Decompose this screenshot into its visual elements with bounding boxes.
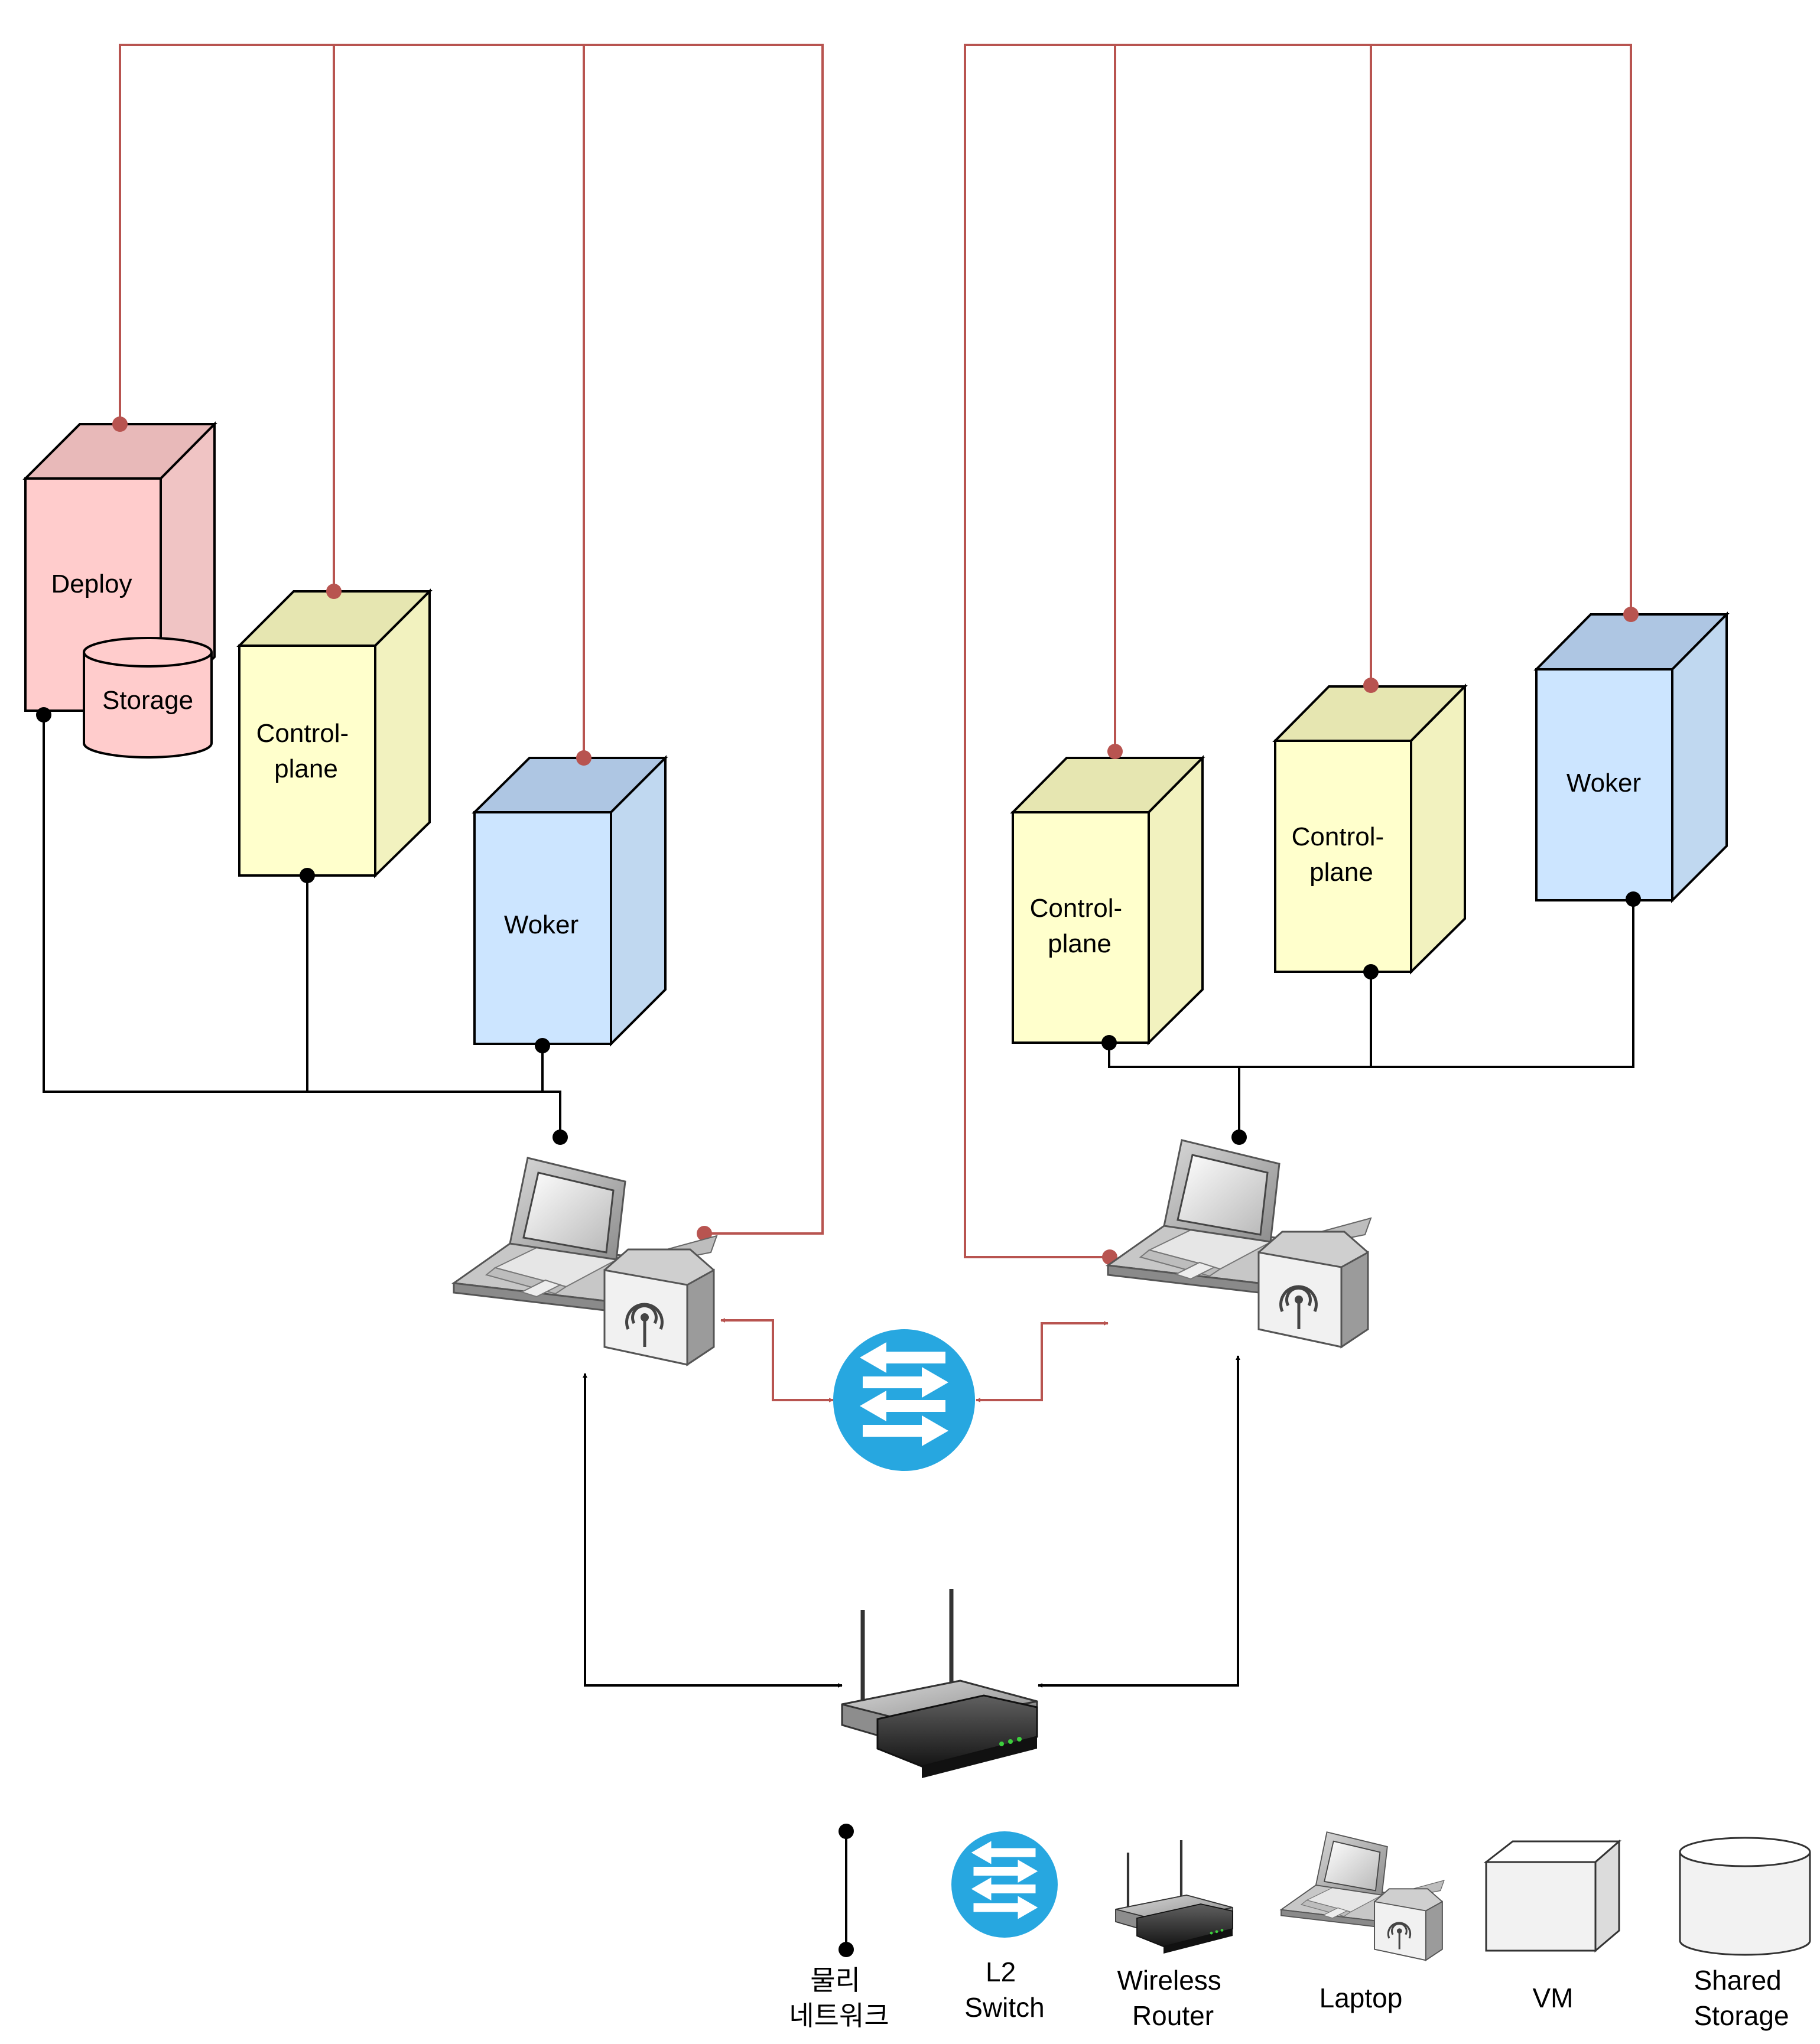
legend-physical-network: 물리 네트워크 [789, 1824, 889, 2031]
legend-shared-storage: Shared Storage [1679, 1837, 1811, 2031]
left-worker-label: Woker [504, 910, 578, 939]
legend-router-icon [1116, 1840, 1233, 1954]
wireless-router-icon[interactable] [842, 1589, 1037, 1778]
right-worker-label: Woker [1566, 769, 1641, 798]
legend-router-line2: Router [1132, 2000, 1214, 2031]
vm-right-control-plane-2[interactable]: Control- plane [1272, 683, 1468, 975]
l2-network-left [119, 44, 824, 1235]
physical-network-right [1108, 899, 1634, 1137]
l2-switch-icon[interactable] [833, 1329, 975, 1471]
right-cp1-label-line2: plane [1048, 929, 1112, 958]
vm-deploy-label: Deploy [51, 569, 132, 598]
svg-text:물리 네트워크: 물리 네트워크 [789, 1965, 889, 2031]
svg-text:Wireless Router: Wireless Router [1117, 1965, 1228, 2031]
vm-left-worker[interactable]: Woker [472, 755, 668, 1047]
legend-laptop: Laptop [1280, 1831, 1445, 2013]
laptop-left-icon[interactable] [454, 1158, 717, 1365]
router-links [583, 1355, 1240, 1688]
right-cp2-label-line1: Control- [1292, 822, 1384, 851]
physical-connection-dots [36, 707, 1641, 1145]
l2-connection-dots [112, 416, 1639, 1265]
svg-text:L2 Switch: L2 Switch [964, 1957, 1044, 2023]
legend-router-line1: Wireless [1117, 1965, 1221, 1996]
storage-cylinder[interactable]: Storage [83, 637, 213, 759]
right-cp1-label-line1: Control- [1030, 894, 1123, 923]
svg-text:Control- plane: Control- plane [256, 719, 356, 783]
left-cp-label-line1: Control- [256, 719, 349, 748]
legend-vm: VM [1483, 1839, 1621, 2013]
vm-left-control-plane[interactable]: Control- plane [236, 588, 433, 878]
vm-right-worker[interactable]: Woker [1533, 611, 1730, 903]
legend-l2-switch: L2 Switch [951, 1831, 1058, 2023]
legend-vm-label: VM [1533, 1983, 1574, 2013]
legend-physical-line1: 물리 [810, 1965, 860, 1996]
legend-shared-line2: Storage [1694, 2000, 1789, 2031]
laptop-right-icon[interactable] [1108, 1140, 1371, 1347]
storage-label: Storage [102, 686, 193, 715]
legend: 물리 네트워크 L2 Switch Wireless Router Laptop [789, 1824, 1811, 2031]
svg-text:Shared Storage: Shared Storage [1694, 1965, 1789, 2031]
svg-text:Control- plane: Control- plane [1030, 894, 1130, 958]
legend-shared-line1: Shared [1694, 1965, 1781, 1996]
legend-physical-line2: 네트워크 [789, 2000, 889, 2031]
legend-switch-line2: Switch [964, 1992, 1044, 2023]
legend-wireless-router: Wireless Router [1116, 1840, 1233, 2031]
left-cp-label-line2: plane [274, 754, 338, 783]
svg-text:Control- plane: Control- plane [1292, 822, 1392, 887]
legend-laptop-label: Laptop [1320, 1983, 1403, 2013]
legend-laptop-icon [1280, 1831, 1445, 1961]
right-cp2-label-line2: plane [1309, 858, 1373, 887]
l2-network-right [964, 44, 1632, 1258]
vm-right-control-plane-1[interactable]: Control- plane [1010, 755, 1205, 1046]
legend-switch-line1: L2 [986, 1957, 1016, 1987]
